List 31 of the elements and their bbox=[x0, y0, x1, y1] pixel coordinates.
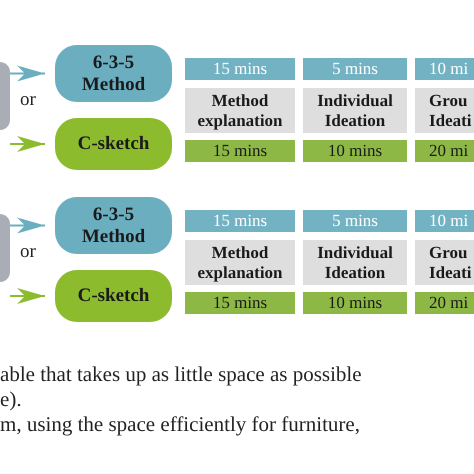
duration-bar: 10 mins bbox=[303, 292, 407, 314]
duration-bar: 5 mins bbox=[303, 210, 407, 232]
step-cell: Grou Ideati bbox=[415, 88, 474, 133]
method-pill: C-sketch bbox=[55, 270, 172, 322]
step-cell: Grou Ideati bbox=[415, 240, 474, 285]
duration-bar: 20 mi bbox=[415, 140, 474, 162]
duration-bar: 20 mi bbox=[415, 292, 474, 314]
duration-bar: 10 mi bbox=[415, 58, 474, 80]
duration-bar: 15 mins bbox=[185, 140, 295, 162]
step-cell: Method explanation bbox=[185, 88, 295, 133]
body-text-line: able that takes up as little space as possible bbox=[0, 362, 362, 387]
duration-bar: 10 mi bbox=[415, 210, 474, 232]
duration-bar: 10 mins bbox=[303, 140, 407, 162]
or-label: or bbox=[20, 89, 36, 111]
duration-bar: 5 mins bbox=[303, 58, 407, 80]
step-cell: Method explanation bbox=[185, 240, 295, 285]
arrow bbox=[10, 136, 45, 152]
method-pill: 6-3-5 Method bbox=[55, 197, 172, 254]
method-pill: C-sketch bbox=[55, 118, 172, 170]
duration-bar: 15 mins bbox=[185, 58, 295, 80]
arrow bbox=[10, 218, 45, 234]
step-cell: Individual Ideation bbox=[303, 240, 407, 285]
method-pill: 6-3-5 Method bbox=[55, 45, 172, 102]
step-cell: Individual Ideation bbox=[303, 88, 407, 133]
body-text-line: e). bbox=[0, 387, 22, 412]
or-label: or bbox=[20, 241, 36, 263]
arrow bbox=[10, 66, 45, 82]
duration-bar: 15 mins bbox=[185, 292, 295, 314]
arrow bbox=[10, 288, 45, 304]
duration-bar: 15 mins bbox=[185, 210, 295, 232]
body-text-line: m, using the space efficiently for furniture, bbox=[0, 412, 360, 437]
